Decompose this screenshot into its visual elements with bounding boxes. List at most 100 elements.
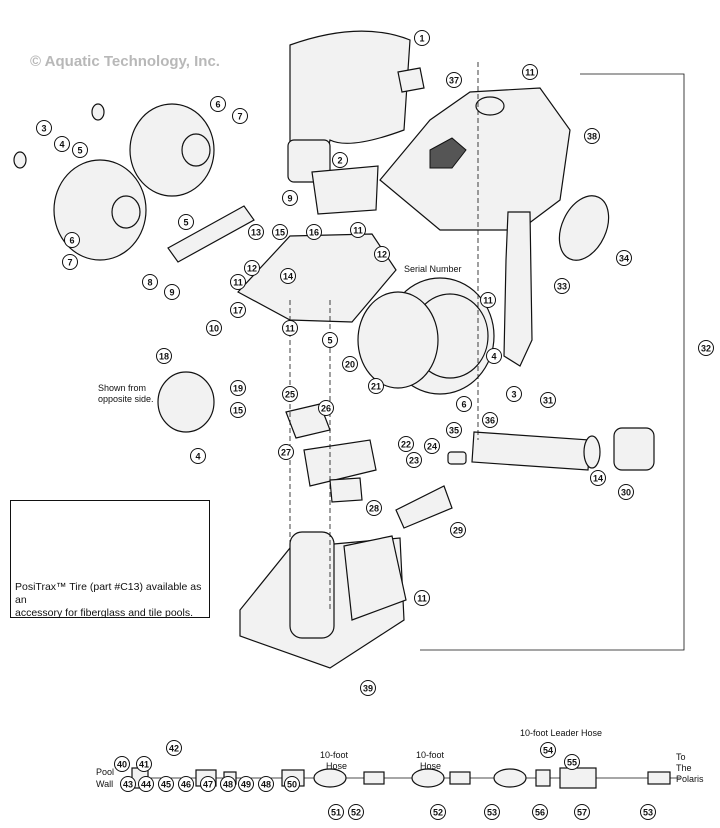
part-number: 10 — [209, 324, 219, 334]
callout-bubble — [540, 742, 556, 758]
callout-bubble — [486, 348, 502, 364]
callout-bubble — [54, 136, 70, 152]
part-number: 48 — [223, 780, 233, 790]
callout-bubble — [284, 776, 300, 792]
part-number: 11 — [525, 68, 535, 78]
callout-bubble — [282, 190, 298, 206]
part-number: 36 — [485, 416, 495, 426]
part-callout-12: 12 — [374, 246, 390, 262]
part-number: 19 — [233, 384, 243, 394]
label-polaris: Polaris — [676, 774, 704, 784]
hose-connector — [363, 771, 385, 785]
part-number: 34 — [619, 254, 629, 264]
part-number: 53 — [487, 808, 497, 818]
part-callout-7: 7 — [62, 254, 78, 270]
part-number: 6 — [69, 236, 74, 246]
part-callout-15: 15 — [230, 402, 246, 418]
drive-belt — [167, 205, 255, 263]
part-number: 3 — [41, 124, 46, 134]
callout-bubble — [72, 142, 88, 158]
inline-filter — [613, 427, 655, 471]
part-number: 51 — [331, 808, 341, 818]
part-callout-48: 48 — [220, 776, 236, 792]
part-number: 9 — [287, 194, 292, 204]
positrax-line-1: PosiTrax™ Tire (part #C13) available as … — [15, 581, 202, 606]
part-callout-18: 18 — [156, 348, 172, 364]
callout-bubble — [342, 356, 358, 372]
part-number: 40 — [117, 760, 127, 770]
part-number: 35 — [449, 426, 459, 436]
part-number: 6 — [461, 400, 466, 410]
part-number: 1 — [419, 34, 424, 44]
callout-bubble — [574, 804, 590, 820]
part-number: 11 — [285, 324, 295, 334]
callout-bubble — [484, 804, 500, 820]
part-callout-19: 19 — [230, 380, 246, 396]
callout-bubble — [278, 444, 294, 460]
part-callout-30: 30 — [618, 484, 634, 500]
part-number: 5 — [327, 336, 332, 346]
hose-swivel — [535, 769, 551, 787]
callout-bubble — [190, 448, 206, 464]
part-callout-13: 13 — [248, 224, 264, 240]
callout-bubble — [282, 386, 298, 402]
body-rear-panel — [343, 535, 407, 621]
callout-bubble — [282, 320, 298, 336]
callout-bubble — [114, 756, 130, 772]
bearing — [91, 103, 105, 121]
part-number: 38 — [587, 132, 597, 142]
callout-bubble — [206, 320, 222, 336]
callout-bubble — [138, 776, 154, 792]
part-number: 16 — [309, 228, 319, 238]
callout-bubble — [480, 292, 496, 308]
callout-bubble — [178, 214, 194, 230]
part-callout-11: 11 — [282, 320, 298, 336]
part-callout-10: 10 — [206, 320, 222, 336]
part-callout-47: 47 — [200, 776, 216, 792]
wheel-back-hub — [181, 133, 211, 167]
part-callout-6: 6 — [64, 232, 80, 248]
callout-bubble — [280, 268, 296, 284]
callout-bubble — [430, 804, 446, 820]
part-callout-22: 22 — [398, 436, 414, 452]
part-callout-37: 37 — [446, 72, 462, 88]
callout-bubble — [522, 64, 538, 80]
float — [558, 195, 610, 261]
part-number: 55 — [567, 758, 577, 768]
part-number: 18 — [159, 352, 169, 362]
callout-bubble — [322, 332, 338, 348]
callout-bubble — [368, 378, 384, 394]
callout-bubble — [414, 30, 430, 46]
bearing — [13, 151, 27, 169]
part-callout-54: 54 — [540, 742, 556, 758]
callout-bubble — [618, 484, 634, 500]
callout-bubble — [272, 224, 288, 240]
part-number: 11 — [353, 226, 363, 236]
part-number: 7 — [237, 112, 242, 122]
part-number: 4 — [195, 452, 200, 462]
callout-bubble — [232, 108, 248, 124]
callout-bubble — [258, 776, 274, 792]
callout-bubble — [446, 72, 462, 88]
callout-bubble — [482, 412, 498, 428]
part-number: 3 — [511, 390, 516, 400]
backup-valve — [471, 431, 591, 471]
label-opposite-side-1: Shown from — [98, 383, 146, 393]
callout-bubble — [200, 776, 216, 792]
part-number: 4 — [491, 352, 496, 362]
part-number: 9 — [169, 288, 174, 298]
label-to: To — [676, 752, 686, 762]
part-callout-41: 41 — [136, 756, 152, 772]
part-callout-38: 38 — [584, 128, 600, 144]
positrax-note: PosiTrax™ Tire (part #C13) available as … — [15, 581, 209, 620]
callout-bubble — [210, 96, 226, 112]
part-number: 25 — [285, 390, 295, 400]
label-hose10b-a: 10-foot — [416, 750, 445, 760]
part-number: 11 — [233, 278, 243, 288]
part-callout-15: 15 — [272, 224, 288, 240]
label-serial-number: Serial Number — [404, 264, 462, 274]
part-number: 56 — [535, 808, 545, 818]
leader-hose-float — [493, 768, 527, 788]
part-callout-12: 12 — [244, 260, 260, 276]
part-callout-43: 43 — [120, 776, 136, 792]
